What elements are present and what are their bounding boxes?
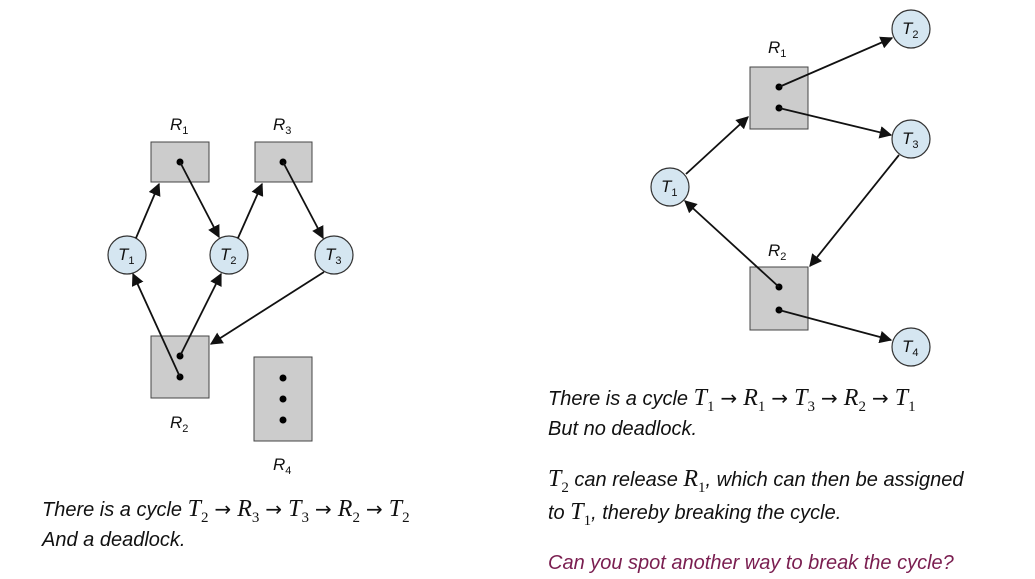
resource-instance-dot xyxy=(279,395,287,403)
edge-t2-requests-r3 xyxy=(237,182,264,239)
resource-r3-box xyxy=(254,141,313,183)
thread-t4-label: T4 xyxy=(902,337,919,359)
thread-t4-node xyxy=(891,327,931,367)
resource-r1-label: R1 xyxy=(768,38,786,60)
explanation-resource: R1 xyxy=(683,466,706,496)
right-cycle-prefix: There is a cycle xyxy=(548,388,694,410)
right-explanation: T2 can release R1, which can then be ass… xyxy=(548,466,964,534)
arrow-symbol: → xyxy=(214,497,232,521)
thread-t1-label: T1 xyxy=(118,245,135,267)
arrow-symbol: → xyxy=(315,497,332,521)
edge-t3-requests-r2 xyxy=(209,271,325,345)
explanation-line-1: T2 can release R1, which can then be ass… xyxy=(548,466,964,501)
explanation-text: , which can then be assigned xyxy=(705,469,964,491)
cycle-node: R2 xyxy=(337,496,360,526)
thread-t3-node xyxy=(891,119,931,159)
edge-t1-requests-r1 xyxy=(685,116,749,175)
question-prompt: Can you spot another way to break the cy… xyxy=(548,552,954,574)
edge-r2-assigned-t1 xyxy=(684,200,780,288)
left-cycle-line: There is a cycle T2→R3→T3→R2→T2 xyxy=(42,496,410,531)
thread-t2-node xyxy=(209,235,249,275)
left-caption: There is a cycle T2→R3→T3→R2→T2 And a de… xyxy=(42,496,410,553)
right-caption: There is a cycle T1→R1→T3→R2→T1 But no d… xyxy=(548,385,916,442)
resource-r2-label: R2 xyxy=(768,241,786,263)
thread-t3-label: T3 xyxy=(325,245,342,267)
cycle-node: T2 xyxy=(388,496,410,526)
resource-instance-dot xyxy=(279,374,287,382)
thread-t1-node xyxy=(107,235,147,275)
thread-t1-label: T1 xyxy=(661,177,678,199)
cycle-node: T1 xyxy=(693,385,715,415)
right-graph: R1 R2 T1 T2 T3 T4 xyxy=(650,9,931,367)
thread-t1-node xyxy=(650,167,690,207)
explanation-text: can release xyxy=(568,469,684,491)
left-graph: R1 R3 R2 R4 T1 T2 T3 xyxy=(107,115,354,477)
cycle-node: R3 xyxy=(237,496,260,526)
edge-r2-assigned-t1 xyxy=(131,272,181,378)
edge-r1-assigned-t3 xyxy=(778,107,893,139)
arrow-symbol: → xyxy=(771,386,789,410)
resource-r2-label: R2 xyxy=(170,413,188,435)
cycle-node: T3 xyxy=(288,496,310,526)
cycle-node: T3 xyxy=(794,385,816,415)
resource-r3-label: R3 xyxy=(273,115,291,137)
edge-t3-requests-r2 xyxy=(809,154,900,267)
explanation-text: to xyxy=(548,501,571,524)
resource-instance-dot xyxy=(279,416,287,424)
cycle-node: R1 xyxy=(743,385,766,415)
edge-t1-requests-r1 xyxy=(135,182,161,239)
arrow-symbol: → xyxy=(871,386,889,410)
thread-t3-node xyxy=(314,235,354,275)
edge-r2-assigned-t4 xyxy=(778,309,893,344)
arrow-symbol: → xyxy=(265,497,283,521)
arrow-symbol: → xyxy=(720,386,738,410)
explanation-thread: T2 xyxy=(548,466,569,496)
right-no-deadlock-line: But no deadlock. xyxy=(548,417,697,440)
edge-r1-assigned-t2 xyxy=(179,161,220,239)
explanation-line-2: to T1, thereby breaking the cycle. xyxy=(548,499,964,534)
resource-r4-label: R4 xyxy=(273,455,291,477)
cycle-node: T1 xyxy=(894,385,916,415)
left-cycle-prefix: There is a cycle xyxy=(42,499,188,521)
cycle-node: R2 xyxy=(843,385,866,415)
resource-r1-box xyxy=(749,66,809,130)
cycle-node: T2 xyxy=(187,496,209,526)
left-deadlock-line: And a deadlock. xyxy=(42,528,186,551)
thread-t2-label: T2 xyxy=(220,245,237,267)
edge-r3-assigned-t3 xyxy=(282,161,324,240)
arrow-symbol: → xyxy=(821,386,838,410)
right-cycle-line: There is a cycle T1→R1→T3→R2→T1 xyxy=(548,385,916,420)
thread-t3-label: T3 xyxy=(902,129,919,151)
thread-t2-label: T2 xyxy=(902,19,919,41)
thread-t2-node xyxy=(891,9,931,49)
edge-r1-assigned-t2 xyxy=(778,36,894,88)
explanation-text: , thereby breaking the cycle. xyxy=(591,501,842,524)
resource-r1-label: R1 xyxy=(170,115,188,137)
explanation-thread: T1 xyxy=(570,498,592,529)
edge-r2-assigned-t2 xyxy=(179,272,222,357)
arrow-symbol: → xyxy=(365,497,383,521)
resource-r2-box xyxy=(749,266,809,331)
resource-r2-box xyxy=(150,335,210,399)
